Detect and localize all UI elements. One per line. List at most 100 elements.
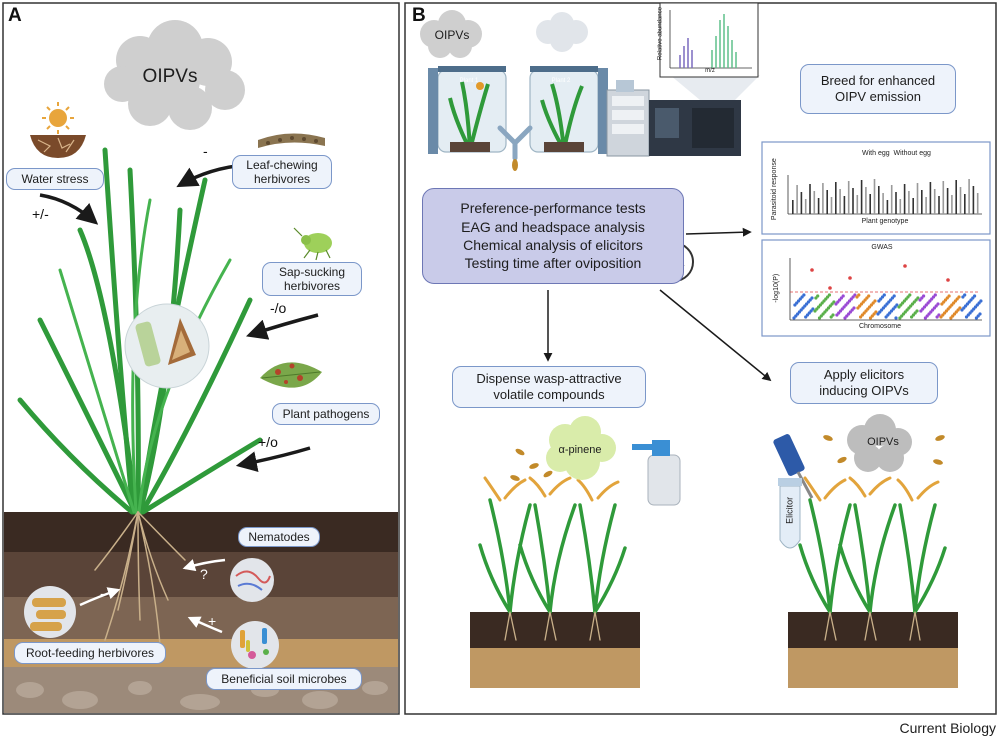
pathogens-text: Plant pathogens bbox=[282, 406, 370, 421]
methods-line-2: EAG and headspace analysis bbox=[461, 218, 645, 235]
gwas-hit-dot bbox=[848, 276, 852, 280]
panel-b-letter: B bbox=[412, 5, 426, 26]
bar-inset-mark bbox=[921, 190, 923, 214]
to-breed-arrow bbox=[685, 227, 752, 237]
oipv-cloud-label-small: OIPVs bbox=[434, 28, 470, 42]
gwas-dot bbox=[816, 294, 820, 298]
water-stress-arrow bbox=[39, 193, 99, 225]
gwas-dot bbox=[973, 294, 977, 298]
wasp-icon-b bbox=[512, 159, 518, 171]
nematodes-label: Nematodes bbox=[238, 527, 320, 547]
water-stress-label: Water stress bbox=[6, 168, 104, 190]
gwas-dot bbox=[979, 299, 983, 303]
panel-a-letter: A bbox=[8, 5, 22, 26]
gwas-dot bbox=[874, 310, 878, 314]
sap-sucking-effect: -/o bbox=[270, 300, 287, 316]
bar-inset-mark bbox=[878, 186, 880, 214]
bar-inset-mark bbox=[929, 182, 932, 214]
egg-closeup-icon bbox=[124, 303, 210, 389]
dispense-box: Dispense wasp-attractive volatile compou… bbox=[452, 366, 646, 408]
bar-inset-mark bbox=[972, 186, 975, 214]
nematodes-icon bbox=[230, 558, 274, 602]
bar-inset-mark bbox=[882, 193, 884, 214]
gwas-dot bbox=[852, 306, 856, 310]
bar-legend: With egg Without egg bbox=[862, 150, 992, 158]
bar-inset-mark bbox=[843, 196, 846, 214]
bar-ylabel: Parasitoid response bbox=[770, 158, 778, 221]
dispense-line-2: volatile compounds bbox=[493, 387, 605, 402]
bar-inset-mark bbox=[955, 180, 957, 214]
pathogen-arrow bbox=[235, 446, 311, 473]
bar-inset-mark bbox=[925, 197, 927, 214]
bar-inset-mark bbox=[852, 188, 854, 214]
bar-legend-with: With egg bbox=[862, 150, 890, 157]
panel-a-arrows bbox=[39, 163, 319, 473]
breed-line-1: Breed for enhanced bbox=[820, 73, 936, 89]
gwas-ylabel: -log10(P) bbox=[772, 273, 780, 303]
bar-inset-mark bbox=[968, 179, 970, 214]
leaf-chewing-label: Leaf-chewing herbivores bbox=[232, 155, 332, 189]
gwas-dot bbox=[916, 296, 920, 300]
y-tube-icon bbox=[497, 125, 533, 161]
bar-inset-mark bbox=[886, 200, 889, 214]
gwas-dot bbox=[963, 293, 967, 297]
leaf-chewing-line-2: herbivores bbox=[253, 172, 311, 186]
bar-plot-inset bbox=[761, 141, 991, 235]
bar-inset-mark bbox=[890, 185, 893, 214]
bar-inset-mark bbox=[865, 187, 867, 214]
plant-2-label: Plant 2 bbox=[551, 78, 571, 84]
journal-credit: Current Biology bbox=[899, 720, 997, 736]
gwas-dot bbox=[857, 293, 861, 297]
bar-inset-mark bbox=[959, 187, 962, 214]
pathogen-leaf-icon bbox=[260, 362, 322, 388]
caterpillar-icon bbox=[258, 133, 325, 148]
gwas-dot bbox=[811, 307, 815, 311]
gwas-hit-dot bbox=[828, 286, 832, 290]
bar-inset-mark bbox=[942, 181, 945, 214]
apply-line-1: Apply elicitors bbox=[823, 367, 905, 383]
methods-line-3: Chemical analysis of elicitors bbox=[463, 237, 643, 253]
bar-inset-mark bbox=[951, 195, 953, 214]
gwas-dot bbox=[832, 300, 836, 304]
root-feeding-text: Root-feeding herbivores bbox=[25, 645, 155, 660]
breed-line-2: OIPV emission bbox=[835, 89, 921, 104]
microbes-label: Beneficial soil microbes bbox=[206, 668, 362, 690]
bar-inset-mark bbox=[912, 198, 914, 214]
gwas-title: GWAS bbox=[871, 244, 893, 251]
root-feeding-label: Root-feeding herbivores bbox=[14, 642, 166, 664]
sap-sucking-arrow bbox=[246, 313, 319, 340]
gwas-dot bbox=[937, 313, 941, 317]
bar-inset-mark bbox=[976, 193, 979, 214]
gwas-dot bbox=[933, 293, 937, 297]
bar-inset-mark bbox=[800, 192, 803, 214]
grass-plant-a bbox=[17, 147, 263, 646]
bar-inset-mark bbox=[809, 184, 811, 214]
bar-inset-mark bbox=[804, 199, 807, 214]
microbes-icon bbox=[231, 621, 279, 669]
gwas-dot bbox=[882, 293, 886, 297]
gwas-hit-dot bbox=[810, 268, 814, 272]
oipv-cloud-label-a: OIPVs bbox=[142, 66, 198, 87]
bar-inset-mark bbox=[938, 196, 940, 214]
water-stress-icon bbox=[30, 102, 86, 158]
bar-inset-mark bbox=[860, 180, 863, 214]
gwas-hit-dot bbox=[946, 278, 950, 282]
gwas-dot bbox=[892, 294, 896, 298]
nematodes-text: Nematodes bbox=[248, 529, 310, 544]
gwas-hit-dot bbox=[903, 264, 907, 268]
apply-line-2: inducing OIPVs bbox=[819, 383, 909, 398]
bar-inset-mark bbox=[847, 181, 850, 214]
field-apply bbox=[773, 414, 958, 688]
water-stress-effect: +/- bbox=[32, 206, 49, 222]
oipv-cloud-small bbox=[420, 10, 482, 58]
ms-spectrum-plot bbox=[659, 2, 760, 100]
apply-box: Apply elicitors inducing OIPVs bbox=[790, 362, 938, 404]
gwas-dot bbox=[947, 294, 951, 298]
alpha-pinene-label: α-pinene bbox=[558, 444, 602, 456]
bar-inset-mark bbox=[835, 182, 837, 214]
leaf-chewing-effect: - bbox=[203, 143, 208, 159]
gwas-dot bbox=[873, 299, 877, 303]
bar-inset-mark bbox=[895, 192, 897, 214]
gwas-dot bbox=[827, 293, 832, 297]
bar-inset-mark bbox=[813, 191, 816, 214]
